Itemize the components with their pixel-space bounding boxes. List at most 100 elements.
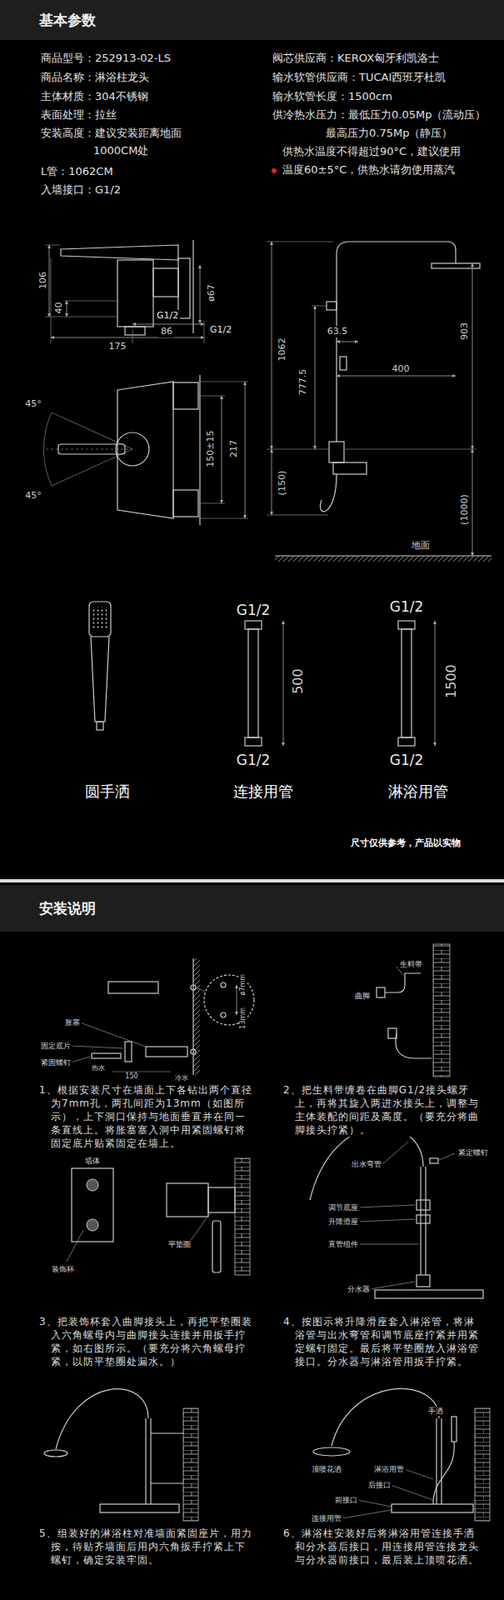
dimension-label: 150±15 bbox=[204, 429, 215, 470]
faucet-side-view-part bbox=[50, 258, 52, 344]
angle-label: 45° bbox=[23, 398, 44, 410]
dimension-label: (150) bbox=[276, 469, 288, 498]
step-text: 1、根据安装尺寸在墙面上下各钻出两个直径为7mm孔，两孔间距为13mm（如图所示… bbox=[39, 1082, 255, 1150]
step1-drawing-part bbox=[220, 982, 226, 988]
shower-column-drawing-part bbox=[266, 241, 334, 243]
shower-column-drawing-part bbox=[329, 441, 345, 463]
spec-text: L管：1062CM bbox=[39, 164, 115, 179]
spec-text: 1000CM处 bbox=[91, 144, 150, 158]
spec-text: 表面处理：拉丝 bbox=[39, 108, 119, 122]
part-label: 调节底座 bbox=[326, 1202, 360, 1213]
shower-column-drawing-part bbox=[311, 305, 327, 307]
step5-drawing-part bbox=[183, 1407, 199, 1521]
step1-drawing-part bbox=[112, 1071, 171, 1073]
shower-hose-part bbox=[398, 737, 415, 746]
step-text: 4、按图示将升降滑座套入淋浴管，将淋浴管与出水弯管和调节底座拧紧并用紧定螺钉固定… bbox=[283, 1314, 482, 1368]
step6-drawing-part bbox=[404, 1468, 434, 1479]
part-label: 出水弯管 bbox=[349, 1159, 384, 1169]
step6-drawing-part bbox=[435, 1417, 437, 1504]
faucet-side-view-part bbox=[124, 326, 145, 335]
step6-drawing-part bbox=[474, 1407, 490, 1521]
connection-hose-part bbox=[244, 737, 262, 746]
shower-hose bbox=[398, 620, 435, 746]
shower-hose-part bbox=[434, 620, 436, 746]
faucet-side-view-part bbox=[192, 239, 194, 334]
part-label: 装饰杯 bbox=[49, 1264, 76, 1274]
section-title: 基本参数 bbox=[39, 10, 496, 30]
spec-text: 供热水温度不得超过90°C，建议使用 bbox=[280, 144, 463, 159]
faucet-side-view-part bbox=[199, 264, 201, 324]
faucet-front-view-part bbox=[198, 518, 249, 519]
dimension-label: 777.5 bbox=[297, 367, 309, 398]
step6-drawing-part bbox=[341, 1509, 392, 1518]
step4-drawing-part bbox=[358, 1204, 415, 1208]
faucet-front-view-part bbox=[198, 395, 225, 397]
faucet-side-view-part bbox=[49, 244, 50, 317]
step1-drawing-part bbox=[70, 1045, 124, 1048]
shower-column-drawing-part bbox=[266, 449, 329, 450]
part-label: 淋浴用管 bbox=[372, 1464, 406, 1474]
hand-shower-part bbox=[90, 636, 110, 722]
shower-column-drawing-part bbox=[319, 474, 337, 512]
step-text: 2、把生料带缠卷在曲脚G1/2接头螺牙上，再将其旋入两进水接头上，调整与主体装配… bbox=[283, 1082, 482, 1137]
hand-shower-part bbox=[92, 606, 108, 630]
faucet-side-view-part bbox=[66, 300, 68, 317]
spec-text: 输水软管供应商：TUCAI西班牙杜凯 bbox=[270, 70, 448, 85]
step1-drawing-part bbox=[196, 987, 205, 992]
dimension-label: 106 bbox=[36, 270, 48, 292]
step5-drawing-part bbox=[144, 1417, 146, 1504]
shower-column-drawing-part bbox=[472, 449, 474, 556]
dimension-label: 903 bbox=[458, 321, 470, 343]
step5-drawing-part bbox=[150, 1432, 184, 1433]
shower-column-drawing-part bbox=[274, 555, 492, 562]
dimension-label: 150 bbox=[123, 1072, 140, 1081]
part-label: 生料带 bbox=[398, 959, 425, 969]
dimension-label: 13mm bbox=[239, 1005, 248, 1031]
step2-drawing-part bbox=[384, 973, 421, 993]
step4-drawing-part bbox=[419, 1166, 421, 1275]
dimension-label: 500 bbox=[289, 667, 305, 697]
hand-shower bbox=[89, 601, 111, 730]
section-divider bbox=[0, 878, 504, 883]
faucet-side-view-part bbox=[132, 329, 134, 344]
faucet-side-view-part bbox=[44, 244, 60, 246]
faucet-front-view-part bbox=[198, 503, 225, 504]
faucet-side-view-part bbox=[44, 316, 117, 318]
ground-label: 地面 bbox=[409, 539, 432, 551]
dimension-label: ø67 bbox=[204, 283, 216, 305]
part-label: 连接用管 bbox=[309, 1513, 344, 1523]
step3-drawing-part bbox=[212, 1220, 221, 1273]
spec-text: 安装高度：建议安装距离地面 bbox=[39, 126, 184, 140]
thread-label: G1/2 bbox=[234, 601, 273, 619]
shower-hose-part bbox=[401, 628, 412, 738]
step6-drawing-part bbox=[357, 1499, 392, 1507]
step4-drawing-part bbox=[358, 1218, 415, 1222]
part-label: 分水器 bbox=[345, 1284, 372, 1294]
shower-column-drawing-part bbox=[472, 263, 474, 450]
step4-drawing-part bbox=[416, 1199, 430, 1210]
part-label: 曲脚 bbox=[353, 991, 372, 1001]
part-label: 胀塞 bbox=[63, 1017, 82, 1028]
part-label: 冷水 bbox=[173, 1073, 190, 1083]
connection-hose bbox=[244, 620, 284, 746]
step3-drawing-part bbox=[166, 1182, 209, 1217]
step-text: 3、把装饰杯套入曲脚接头上，再把平垫圈装入六角螺母内与曲脚接头连接并用扳手拧紧，… bbox=[39, 1314, 255, 1368]
part-label: 升降滑座 bbox=[326, 1217, 360, 1227]
step6-drawing bbox=[313, 1387, 490, 1521]
step4-drawing-part bbox=[358, 1243, 420, 1245]
shower-column-drawing bbox=[266, 241, 492, 562]
faucet-side-view-part bbox=[63, 300, 117, 302]
spec-text: 主体材质：304不锈钢 bbox=[39, 89, 150, 104]
shower-column-drawing-part bbox=[326, 301, 337, 310]
step4-drawing-part bbox=[374, 1289, 484, 1298]
part-label: 固定底片 bbox=[39, 1041, 73, 1051]
caption: 圆手洒 bbox=[83, 782, 132, 801]
spec-text: 阀芯供应商：KEROX匈牙利凯洛士 bbox=[270, 51, 441, 65]
faucet-front-view-part bbox=[199, 374, 200, 525]
part-label: 紧定螺钉 bbox=[456, 1147, 490, 1158]
part-label: 前接口 bbox=[333, 1495, 360, 1505]
faucet-side-view-part bbox=[50, 337, 205, 339]
dimension-label: 400 bbox=[390, 363, 412, 375]
step5-drawing-part bbox=[55, 1388, 149, 1449]
shower-column-drawing-part bbox=[336, 341, 359, 343]
